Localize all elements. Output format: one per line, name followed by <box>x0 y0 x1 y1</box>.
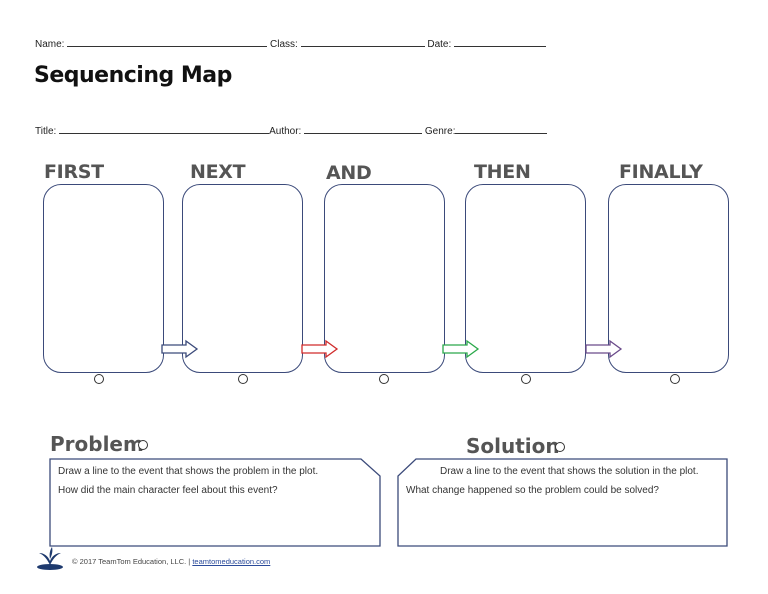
step-label-first: FIRST <box>44 161 104 183</box>
step-box-finally[interactable] <box>608 184 729 373</box>
connector-dot-and[interactable] <box>379 374 389 384</box>
name-label: Name: <box>35 39 65 50</box>
connector-dot-then[interactable] <box>521 374 531 384</box>
page-title: Sequencing Map <box>34 63 232 88</box>
solution-prompt-2: What change happened so the problem coul… <box>406 485 659 496</box>
step-box-and[interactable] <box>324 184 445 373</box>
solution-title: Solution <box>466 434 560 458</box>
date-field[interactable] <box>454 37 547 47</box>
problem-box[interactable] <box>49 458 383 548</box>
class-field[interactable] <box>300 37 425 47</box>
problem-prompt-1: Draw a line to the event that shows the … <box>58 466 319 477</box>
name-field[interactable] <box>67 37 268 47</box>
problem-connector-dot[interactable] <box>138 440 148 450</box>
step-box-first[interactable] <box>43 184 164 373</box>
arrow-icon-3 <box>442 339 480 359</box>
step-label-next: NEXT <box>190 161 246 183</box>
book-title-field[interactable] <box>59 124 270 134</box>
connector-dot-first[interactable] <box>94 374 104 384</box>
step-box-next[interactable] <box>182 184 303 373</box>
step-box-then[interactable] <box>465 184 586 373</box>
footer-separator: | <box>188 557 191 566</box>
connector-dot-finally[interactable] <box>670 374 680 384</box>
name-line: Name: Class: Date: <box>35 37 547 50</box>
footer-copyright: © 2017 TeamTom Education, LLC. <box>72 557 187 566</box>
connector-dot-next[interactable] <box>238 374 248 384</box>
class-label: Class: <box>270 39 298 50</box>
arrow-icon-4 <box>585 339 623 359</box>
arrow-icon-2 <box>301 339 339 359</box>
problem-prompt-2: How did the main character feel about th… <box>58 485 278 496</box>
author-label: Author: <box>269 126 302 137</box>
solution-connector-dot[interactable] <box>555 442 565 452</box>
step-label-and: AND <box>326 162 372 184</box>
date-label: Date: <box>427 39 452 50</box>
teamtom-logo-icon <box>37 547 63 570</box>
book-info-line: Title: Author: Genre: <box>35 124 548 137</box>
footer-link[interactable]: teamtomeducation.com <box>192 557 271 566</box>
problem-title: Problem <box>50 432 144 456</box>
author-field[interactable] <box>304 124 423 134</box>
genre-field[interactable] <box>455 124 548 134</box>
step-label-finally: FINALLY <box>619 161 703 183</box>
solution-prompt-1: Draw a line to the event that shows the … <box>440 466 699 477</box>
step-label-then: THEN <box>474 161 531 183</box>
book-title-label: Title: <box>35 126 57 137</box>
genre-label: Genre: <box>424 126 456 137</box>
footer: © 2017 TeamTom Education, LLC. | teamtom… <box>72 557 270 566</box>
solution-box[interactable] <box>397 458 729 548</box>
arrow-icon-1 <box>161 339 199 359</box>
